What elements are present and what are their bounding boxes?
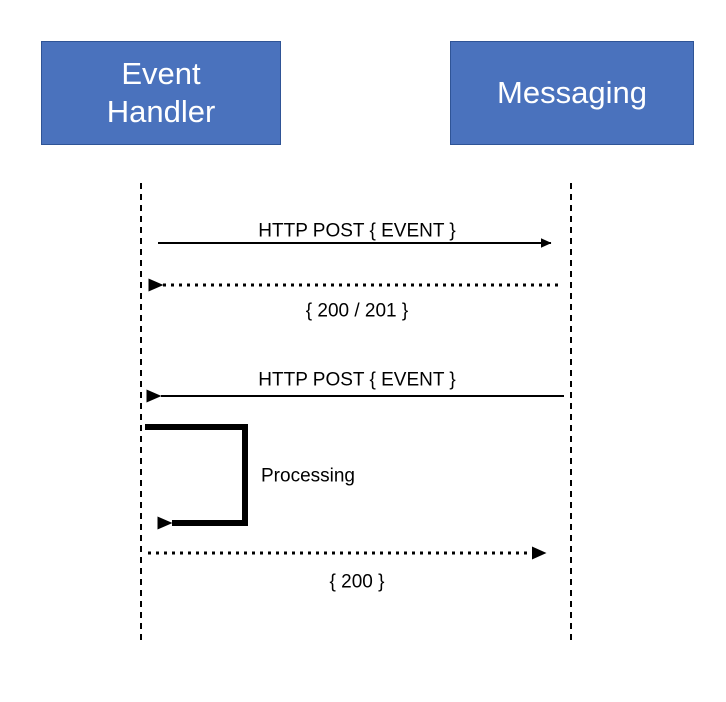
message-label-1: HTTP POST { EVENT } bbox=[258, 220, 456, 242]
self-message-processing-path bbox=[145, 424, 248, 530]
participant-box-event-handler[interactable]: Event Handler bbox=[41, 41, 281, 145]
self-message-label-processing: Processing bbox=[261, 465, 355, 487]
message-label-3: HTTP POST { EVENT } bbox=[258, 369, 456, 391]
participant-box-messaging[interactable]: Messaging bbox=[450, 41, 694, 145]
message-label-2: { 200 / 201 } bbox=[305, 300, 409, 322]
participant-label-event-handler: Event Handler bbox=[106, 56, 216, 129]
participant-label-messaging: Messaging bbox=[497, 75, 647, 111]
message-label-4: { 200 } bbox=[329, 571, 385, 593]
